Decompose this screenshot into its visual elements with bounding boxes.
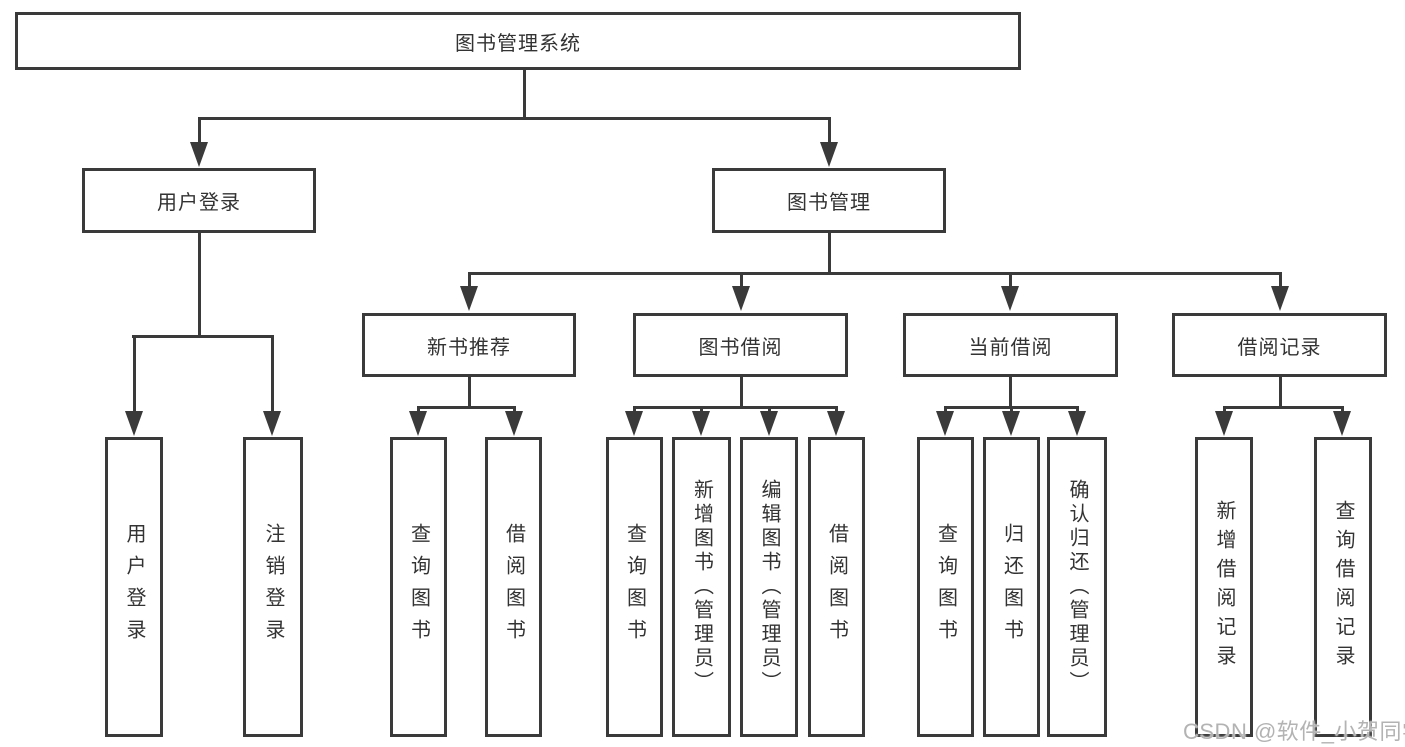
arrow-down-icon — [820, 142, 838, 167]
leaf-confirm-return-admin: 确认归还（管理员） — [1047, 437, 1107, 737]
arrow-down-icon — [190, 142, 208, 167]
node-label: 确认归还（管理员） — [1066, 479, 1088, 695]
node-current-borrowing: 当前借阅 — [903, 313, 1118, 377]
node-label: 注销登录 — [262, 523, 284, 651]
leaf-borrow-books-recommend: 借阅图书 — [485, 437, 542, 737]
node-label: 查询借阅记录 — [1332, 500, 1354, 674]
connector-hline — [633, 406, 837, 409]
arrow-down-icon — [460, 286, 478, 311]
connector-stem — [740, 272, 743, 290]
arrow-down-icon — [732, 286, 750, 311]
connector-vline — [1009, 377, 1012, 408]
arrow-down-icon — [1215, 411, 1233, 436]
arrow-down-icon — [760, 411, 778, 436]
connector-stem — [133, 335, 136, 415]
connector-stem — [1279, 272, 1282, 290]
node-label: 图书借阅 — [698, 336, 783, 359]
arrow-down-icon — [1271, 286, 1289, 311]
connector-hline — [1223, 406, 1343, 409]
arrow-down-icon — [409, 411, 427, 436]
arrow-down-icon — [1001, 286, 1019, 311]
connector-hline — [132, 335, 274, 338]
leaf-query-books-recommend: 查询图书 — [390, 437, 447, 737]
leaf-query-books-current: 查询图书 — [917, 437, 974, 737]
node-label: 当前借阅 — [968, 336, 1053, 359]
leaf-return-books: 归还图书 — [983, 437, 1040, 737]
connector-stem — [198, 117, 201, 147]
node-label: 借阅图书 — [502, 523, 525, 651]
leaf-query-borrow-record: 查询借阅记录 — [1314, 437, 1372, 737]
leaf-edit-books-admin: 编辑图书（管理员） — [740, 437, 798, 737]
node-label: 查询图书 — [934, 523, 957, 651]
arrow-down-icon — [1068, 411, 1086, 436]
arrow-down-icon — [1333, 411, 1351, 436]
connector-vline — [740, 377, 743, 408]
node-user-login: 用户登录 — [82, 168, 316, 233]
node-book-borrowing: 图书借阅 — [633, 313, 848, 377]
node-book-management: 图书管理 — [712, 168, 946, 233]
node-label: 查询图书 — [407, 523, 430, 651]
connector-hline — [468, 272, 1282, 275]
csdn-watermark: CSDN @软件_小贺同学 — [1183, 719, 1405, 744]
connector-stem — [271, 335, 274, 415]
arrow-down-icon — [625, 411, 643, 436]
connector-vline — [523, 70, 526, 119]
leaf-add-borrow-record: 新增借阅记录 — [1195, 437, 1253, 737]
leaf-query-books-borrowing: 查询图书 — [606, 437, 663, 737]
connector-stem — [828, 117, 831, 147]
connector-vline — [828, 233, 831, 274]
connector-stem — [468, 272, 471, 290]
node-label: 编辑图书（管理员） — [758, 479, 780, 695]
arrow-down-icon — [1002, 411, 1020, 436]
node-label: 借阅记录 — [1237, 336, 1322, 359]
connector-stem — [1009, 272, 1012, 290]
node-label: 借阅图书 — [825, 523, 848, 651]
leaf-add-books-admin: 新增图书（管理员） — [672, 437, 731, 737]
leaf-logout: 注销登录 — [243, 437, 303, 737]
node-label: 图书管理 — [787, 192, 871, 214]
leaf-borrow-books: 借阅图书 — [808, 437, 865, 737]
arrow-down-icon — [827, 411, 845, 436]
leaf-user-login: 用户登录 — [105, 437, 163, 737]
node-new-book-recommendation: 新书推荐 — [362, 313, 576, 377]
connector-hline — [417, 406, 516, 409]
node-label: 新书推荐 — [427, 336, 511, 359]
arrow-down-icon — [692, 411, 710, 436]
node-label: 用户登录 — [157, 192, 241, 214]
arrow-down-icon — [505, 411, 523, 436]
connector-vline — [198, 233, 201, 337]
node-label: 新增借阅记录 — [1213, 500, 1235, 674]
node-label: 归还图书 — [1000, 523, 1023, 651]
node-label: 用户登录 — [123, 523, 145, 651]
arrow-down-icon — [263, 411, 281, 436]
connector-vline — [468, 377, 471, 408]
node-library-management-system: 图书管理系统 — [15, 12, 1021, 70]
node-borrowing-records: 借阅记录 — [1172, 313, 1387, 377]
arrow-down-icon — [125, 411, 143, 436]
connector-hline — [198, 117, 831, 120]
arrow-down-icon — [936, 411, 954, 436]
connector-vline — [1279, 377, 1282, 408]
node-label: 查询图书 — [623, 523, 646, 651]
node-label: 新增图书（管理员） — [690, 479, 713, 695]
node-label: 图书管理系统 — [455, 32, 581, 55]
